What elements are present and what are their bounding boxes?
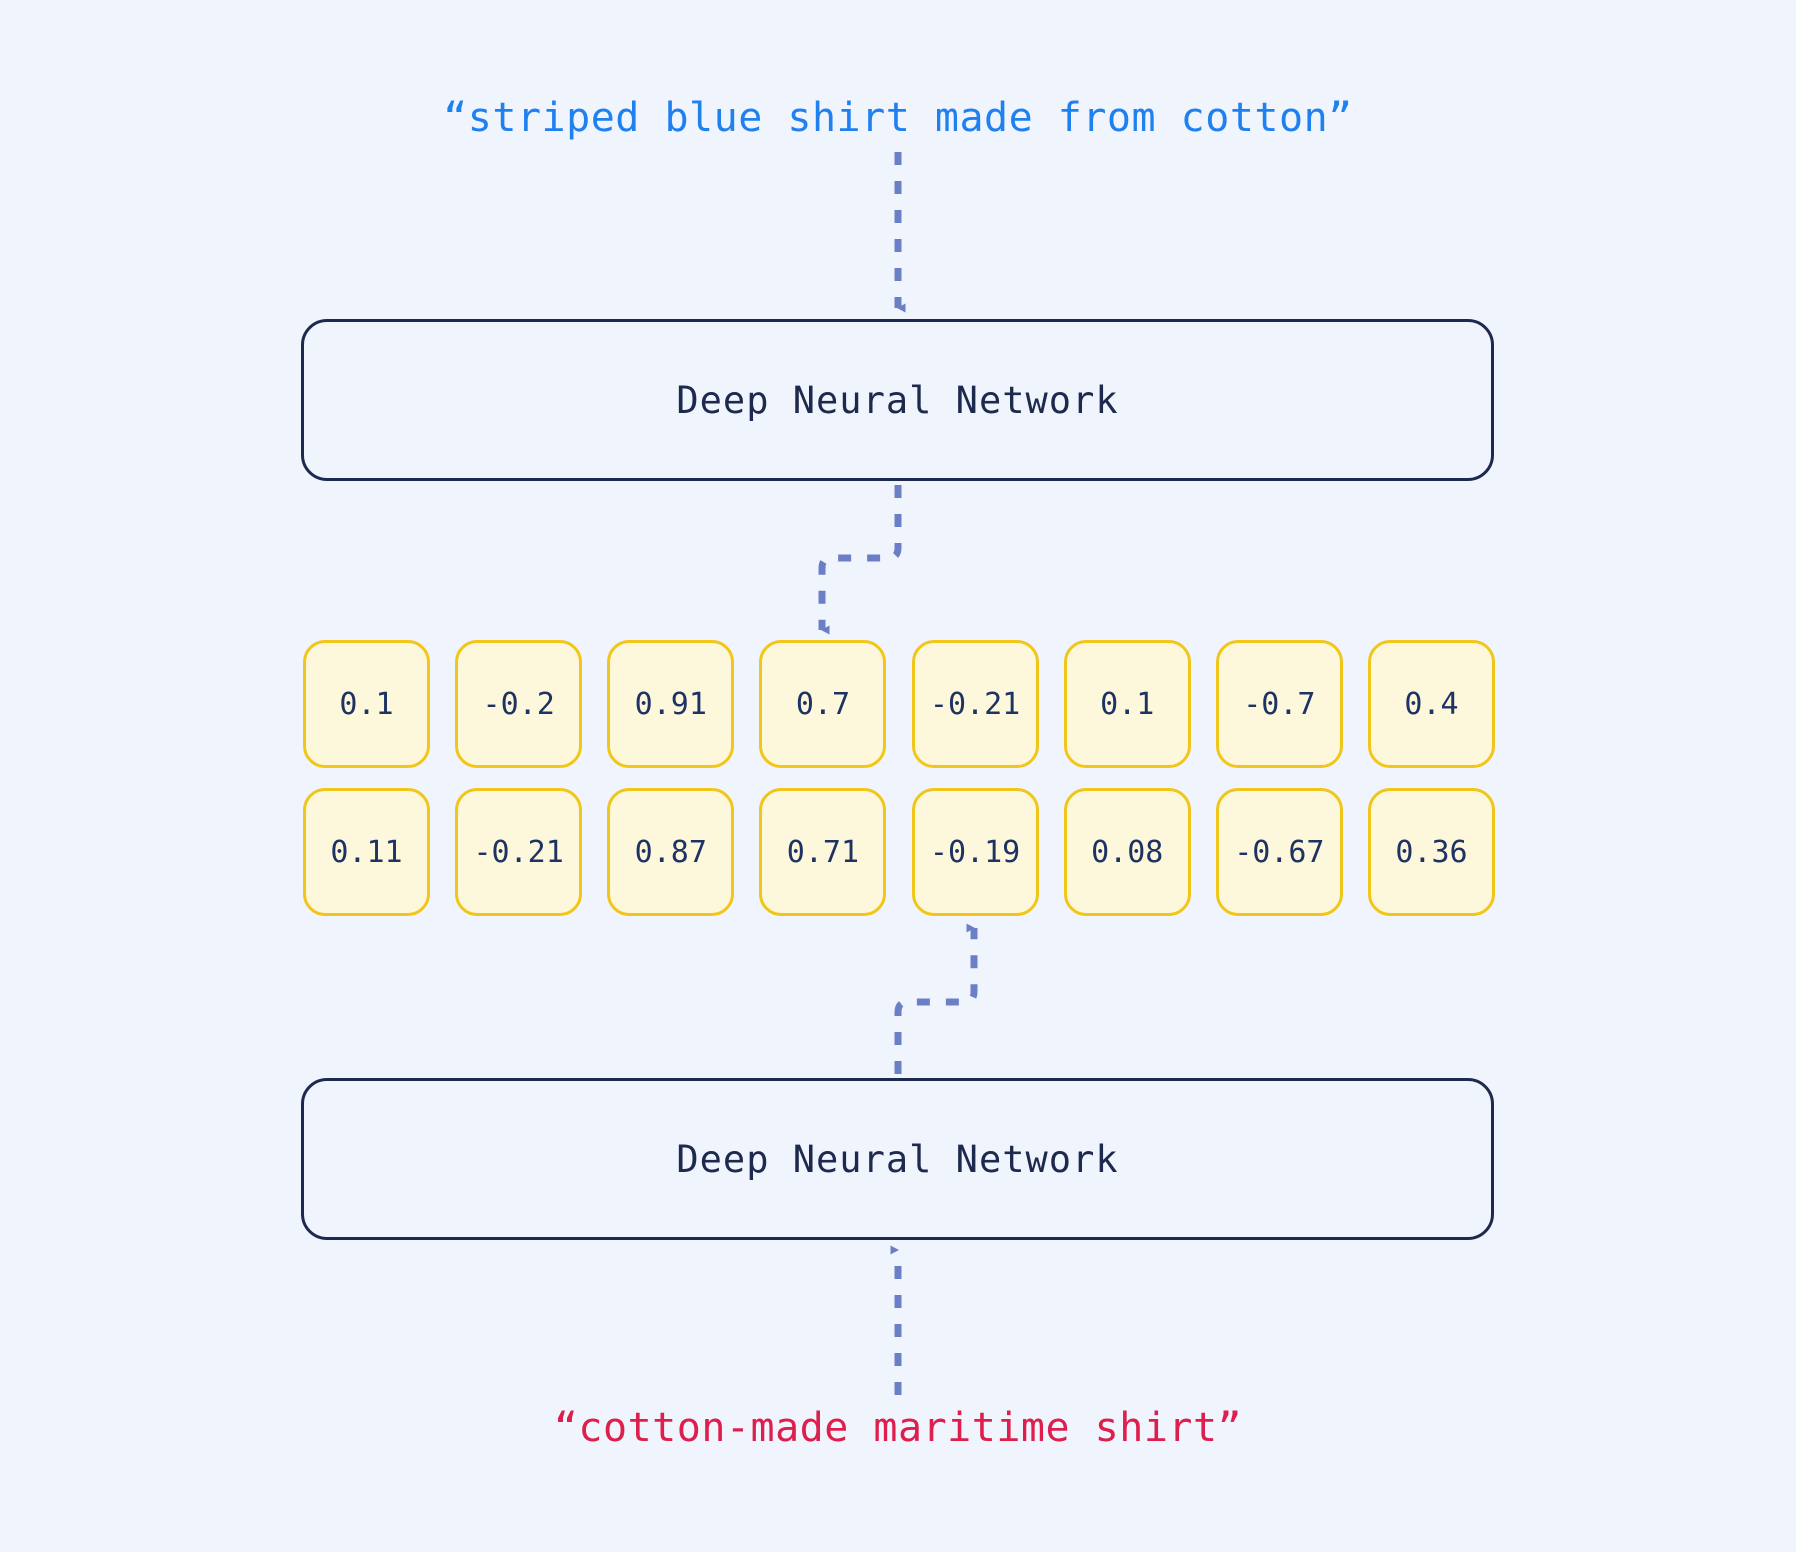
embedding-cell: -0.7 [1215, 640, 1343, 768]
embedding-cell: -0.67 [1215, 788, 1343, 916]
embedding-cell: 0.4 [1367, 640, 1495, 768]
deep-neural-network-label-top: Deep Neural Network [676, 378, 1119, 422]
query-text-bottom: “cotton-made maritime shirt” [553, 1405, 1243, 1451]
embedding-cell: -0.2 [455, 640, 583, 768]
embedding-cell: 0.71 [759, 788, 887, 916]
query-text-top: “striped blue shirt made from cotton” [443, 95, 1353, 141]
embedding-cell: -0.21 [911, 640, 1039, 768]
embedding-cell: 0.7 [759, 640, 887, 768]
embedding-cell: 0.36 [1367, 788, 1495, 916]
embedding-vector-row-top: 0.1 -0.2 0.91 0.7 -0.21 0.1 -0.7 0.4 [303, 640, 1495, 768]
embedding-cell: 0.91 [607, 640, 735, 768]
deep-neural-network-box-bottom: Deep Neural Network [301, 1078, 1494, 1240]
embedding-vector-row-bottom: 0.11 -0.21 0.87 0.71 -0.19 0.08 -0.67 0.… [303, 788, 1495, 916]
embedding-cell: 0.11 [303, 788, 430, 916]
embedding-cell: 0.1 [1063, 640, 1191, 768]
embedding-cell: 0.1 [303, 640, 430, 768]
embedding-cell: 0.87 [607, 788, 735, 916]
embedding-cell: -0.19 [911, 788, 1039, 916]
arrow-top-network-to-embedding [818, 485, 902, 635]
embedding-cell: -0.21 [455, 788, 583, 916]
deep-neural-network-label-bottom: Deep Neural Network [676, 1137, 1119, 1181]
arrow-embedding-to-bottom-network [894, 923, 978, 1074]
embedding-cell: 0.08 [1063, 788, 1191, 916]
deep-neural-network-box-top: Deep Neural Network [301, 319, 1494, 481]
